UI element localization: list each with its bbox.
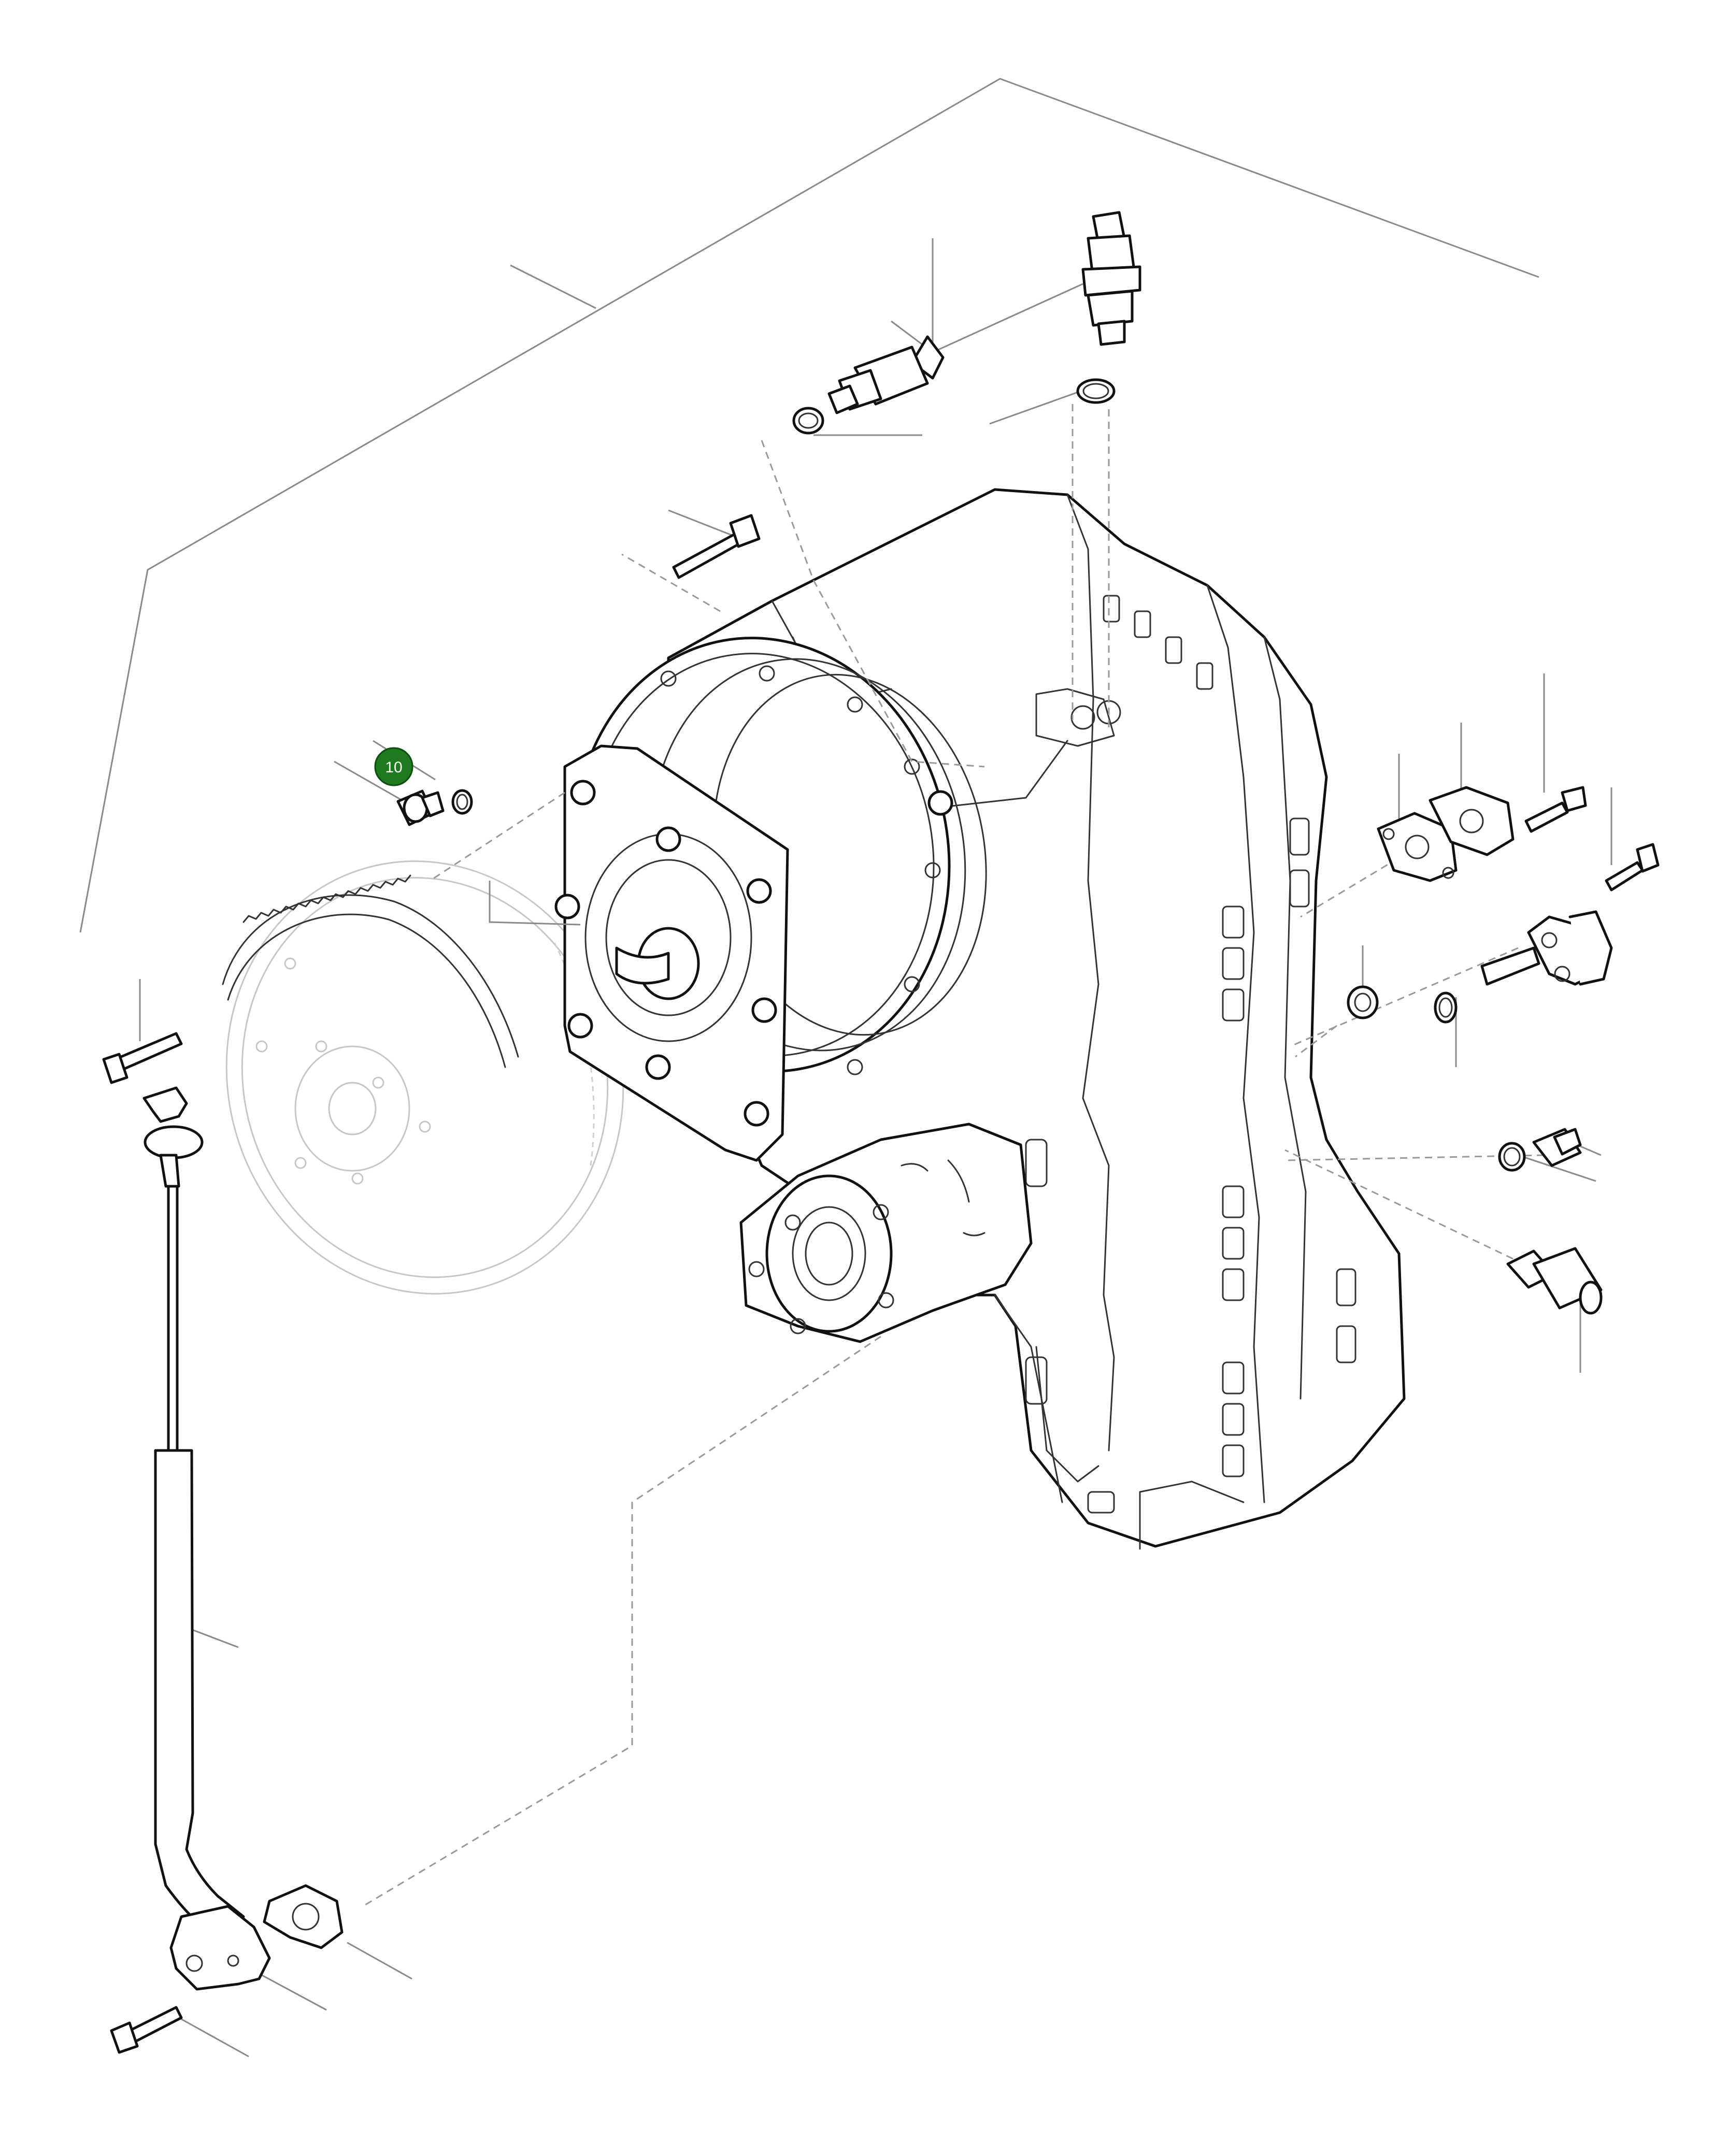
front-adapter-plate: [554, 744, 953, 1162]
housing-ribs: [1025, 595, 1356, 1514]
flywheel-ghost: [222, 860, 624, 1295]
assembly-dashed-lines: [362, 404, 1545, 1907]
group-boundary-lines: [79, 78, 1539, 933]
temperature-sender-top: [1076, 211, 1141, 404]
pump-flange: [739, 1123, 1033, 1343]
plug-and-seal-10: [396, 789, 473, 826]
callout-10-label: 10: [385, 759, 402, 776]
pressure-sender-angled: [792, 335, 945, 435]
dipstick-assembly: [102, 1032, 344, 2054]
bolt-top: [672, 514, 761, 579]
callout-10[interactable]: 10: [374, 747, 413, 786]
right-side-parts: [1347, 786, 1660, 1315]
